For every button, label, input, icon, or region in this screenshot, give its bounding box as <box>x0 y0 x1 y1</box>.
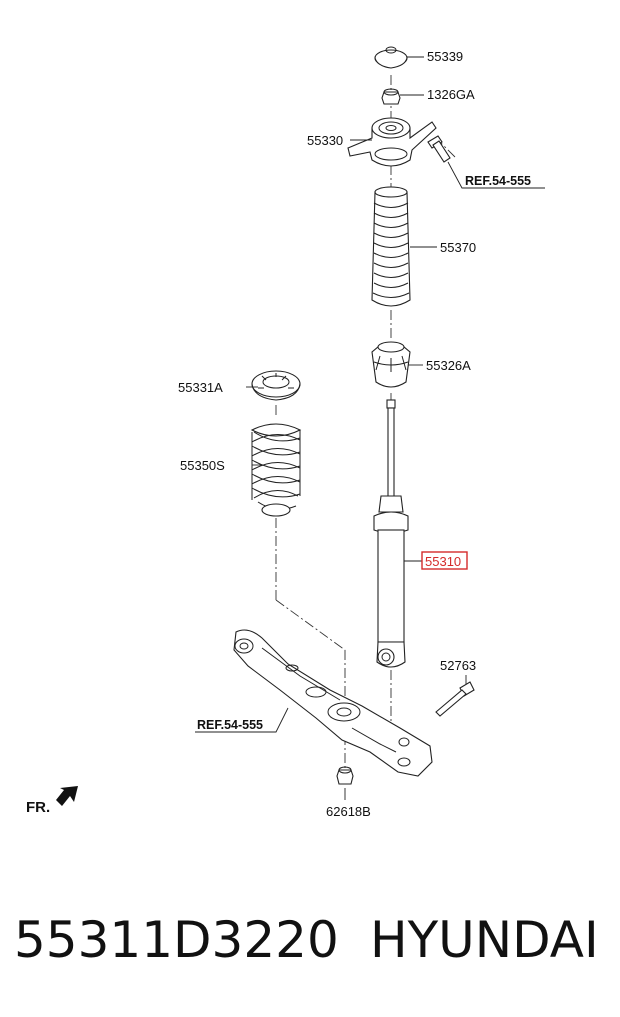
callout-52763: 52763 <box>440 658 476 673</box>
front-arrow-icon <box>56 786 78 806</box>
coil-spring-part <box>250 423 302 517</box>
front-direction-indicator: FR. <box>26 786 78 816</box>
spring-pad-part <box>251 370 301 401</box>
leader-lines <box>195 56 545 800</box>
front-label: FR. <box>26 799 50 816</box>
lower-bolt-part <box>435 681 475 717</box>
footer: 55311D3220 HYUNDAI <box>0 900 620 980</box>
callout-55370: 55370 <box>440 240 476 255</box>
callout-ref-arm[interactable]: REF.54-555 <box>197 718 263 732</box>
top-mount-part <box>347 117 437 167</box>
bump-cap-part <box>374 46 408 69</box>
callout-1326GA: 1326GA <box>427 87 475 102</box>
callout-55339: 55339 <box>427 49 463 64</box>
bump-stopper-part <box>371 341 411 388</box>
callout-55350S: 55350S <box>180 458 225 473</box>
callout-ref-top[interactable]: REF.54-555 <box>465 174 531 188</box>
highlight-box <box>421 551 468 570</box>
mount-bolt-part <box>427 135 451 163</box>
shock-absorber-part <box>373 399 409 668</box>
callout-55310-highlighted[interactable]: 55310 <box>425 554 461 569</box>
flange-nut-part <box>336 766 354 785</box>
assembly-centerlines <box>275 75 456 770</box>
brand-name: HYUNDAI <box>370 911 599 969</box>
exploded-parts-diagram: 55339 1326GA 55330 REF.54-555 55370 5532… <box>26 46 545 819</box>
nut-part <box>381 88 401 105</box>
callout-55326A: 55326A <box>426 358 471 373</box>
callout-62618B: 62618B <box>326 804 371 819</box>
callout-55330: 55330 <box>307 133 343 148</box>
dust-cover-part <box>371 186 411 307</box>
callout-55331A: 55331A <box>178 380 223 395</box>
lower-arm-part <box>233 629 433 777</box>
part-number: 55311D3220 <box>14 911 339 969</box>
